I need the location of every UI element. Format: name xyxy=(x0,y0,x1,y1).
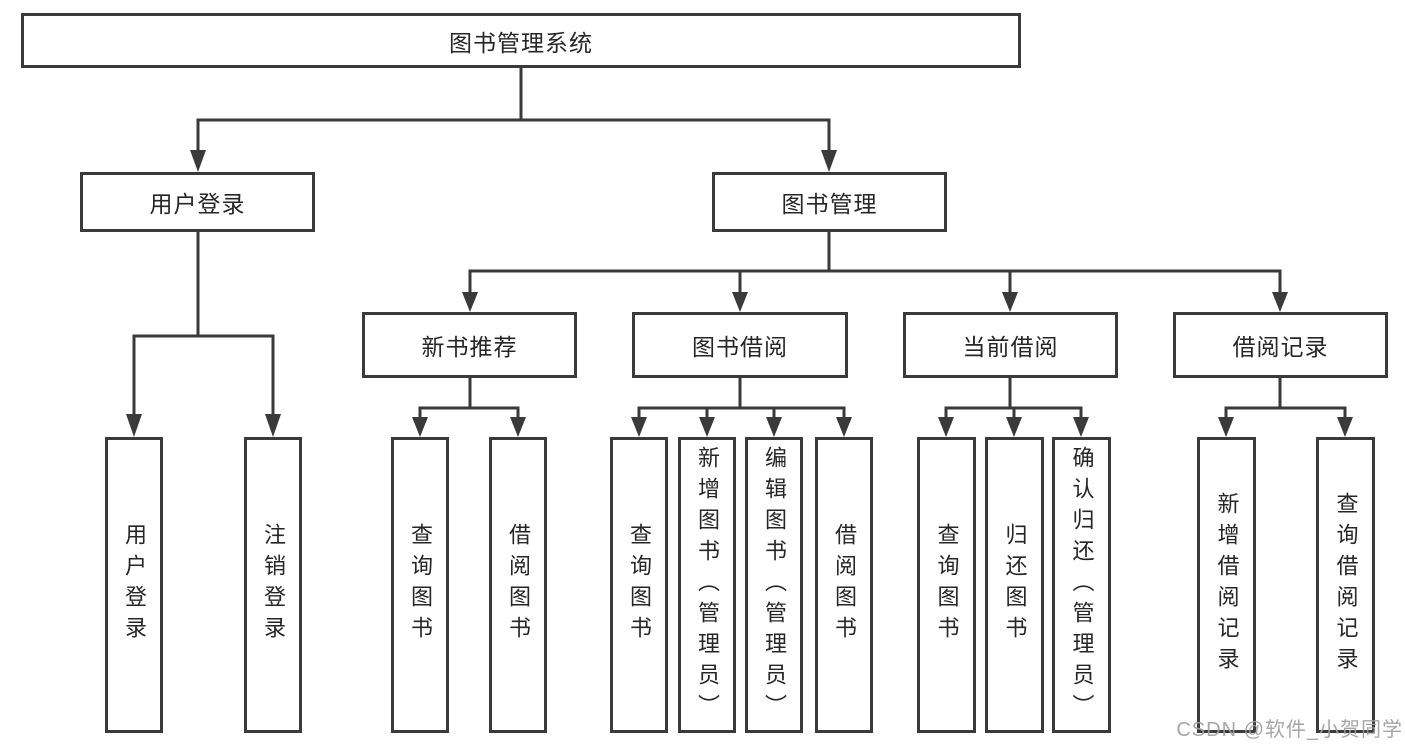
leaf-query-books-current: 查询图书 xyxy=(917,437,976,733)
leaf-add-book-admin-label: 新增图书（管理员） xyxy=(695,445,720,725)
leaf-query-borrow-record: 查询借阅记录 xyxy=(1316,437,1375,733)
node-new-book-recommend-label: 新书推荐 xyxy=(421,334,518,360)
leaf-borrow-books-recommend-label: 借阅图书 xyxy=(506,523,531,647)
leaf-add-book-admin: 新增图书（管理员） xyxy=(678,437,736,733)
leaf-query-books-current-label: 查询图书 xyxy=(934,523,960,647)
leaf-logout-label: 注销登录 xyxy=(261,523,286,647)
leaf-edit-book-admin-label: 编辑图书（管理员） xyxy=(762,445,787,725)
leaf-query-books-borrow-label: 查询图书 xyxy=(627,523,652,647)
leaf-logout: 注销登录 xyxy=(244,437,302,733)
leaf-query-books-borrow: 查询图书 xyxy=(610,437,668,733)
node-book-borrow: 图书借阅 xyxy=(632,312,848,378)
leaf-add-borrow-record: 新增借阅记录 xyxy=(1197,437,1256,733)
node-user-login-label: 用户登录 xyxy=(149,191,246,217)
leaf-user-login-label: 用户登录 xyxy=(122,523,147,647)
node-user-login: 用户登录 xyxy=(80,172,315,232)
node-current-borrow: 当前借阅 xyxy=(903,312,1118,378)
csdn-watermark: CSDN @软件_小贺同学 xyxy=(1176,719,1403,741)
leaf-return-books-label: 归还图书 xyxy=(1002,523,1028,647)
leaf-return-books: 归还图书 xyxy=(985,437,1044,733)
node-library-system: 图书管理系统 xyxy=(21,13,1021,68)
leaf-query-borrow-record-label: 查询借阅记录 xyxy=(1333,492,1359,678)
node-borrow-records: 借阅记录 xyxy=(1173,312,1388,378)
leaf-confirm-return-admin: 确认归还（管理员） xyxy=(1052,437,1111,733)
leaf-borrow-books: 借阅图书 xyxy=(815,437,873,733)
node-book-management-label: 图书管理 xyxy=(781,191,878,217)
leaf-query-books-recommend-label: 查询图书 xyxy=(408,523,433,647)
leaf-add-borrow-record-label: 新增借阅记录 xyxy=(1214,492,1240,678)
leaf-confirm-return-admin-label: 确认归还（管理员） xyxy=(1069,445,1095,725)
node-book-borrow-label: 图书借阅 xyxy=(692,334,788,360)
leaf-edit-book-admin: 编辑图书（管理员） xyxy=(745,437,803,733)
node-library-system-label: 图书管理系统 xyxy=(449,29,593,56)
leaf-borrow-books-label: 借阅图书 xyxy=(832,523,857,647)
node-current-borrow-label: 当前借阅 xyxy=(962,334,1059,360)
arrowheads xyxy=(126,150,1353,437)
node-book-management: 图书管理 xyxy=(712,172,947,232)
node-new-book-recommend: 新书推荐 xyxy=(362,312,577,378)
leaf-borrow-books-recommend: 借阅图书 xyxy=(489,437,547,733)
leaf-user-login: 用户登录 xyxy=(105,437,163,733)
node-borrow-records-label: 借阅记录 xyxy=(1232,334,1329,360)
leaf-query-books-recommend: 查询图书 xyxy=(391,437,449,733)
